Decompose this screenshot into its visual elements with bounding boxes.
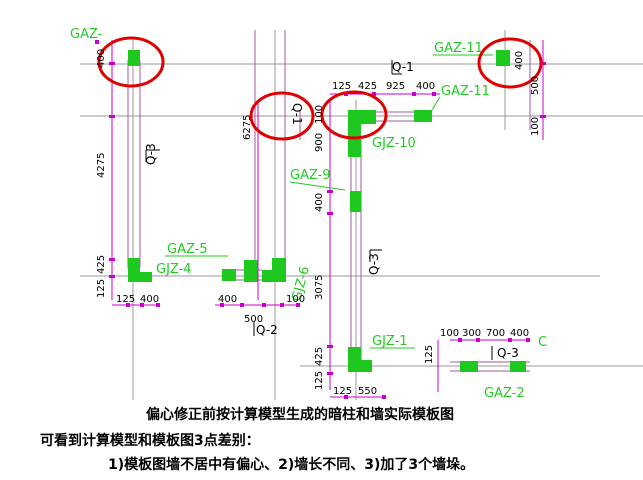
- dim-100-c: 100: [314, 105, 325, 124]
- label-gjz-10: GJZ-10: [372, 136, 416, 151]
- component-labels: GAZ- GAZ-5 GJZ-4 GJZ-6 GAZ-9 GJZ-10 GAZ-…: [70, 27, 547, 400]
- dim-925: 925: [386, 81, 405, 92]
- column-gjz-6: [262, 258, 286, 282]
- dim-3075: 3075: [314, 275, 325, 300]
- leader-gaz-11b: [431, 96, 441, 111]
- dim-550: 550: [358, 386, 377, 397]
- highlight-rings: [97, 36, 543, 141]
- label-gaz-5: GAZ-5: [167, 242, 208, 257]
- wall-tag-q1-rotated: Q-1: [290, 103, 304, 125]
- label-gjz-1: GJZ-1: [372, 334, 408, 349]
- column-top-left: [128, 50, 140, 66]
- dim-100-tr: 100: [530, 117, 541, 136]
- dim-900: 900: [314, 133, 325, 152]
- dimension-lines: [111, 40, 544, 398]
- column-gaz-11-right: [414, 110, 432, 122]
- label-gjz-4: GJZ-4: [156, 262, 192, 277]
- ring-top-left: [97, 36, 165, 88]
- dim-6275: 6275: [242, 115, 253, 140]
- caption-differences: 1)模板图墙不居中有偏心、2)墙长不同、3)加了3个墙垛。: [108, 457, 475, 473]
- dim-100-mid: 100: [286, 294, 305, 305]
- column-gaz-2-b: [510, 361, 526, 372]
- column-gjz-10: [348, 110, 376, 157]
- caption-title: 偏心修正前按计算模型生成的暗柱和墙实际模板图: [146, 407, 454, 423]
- label-gaz-11a: GAZ-11: [434, 41, 483, 56]
- wall-tag-q2: Q-2: [256, 323, 278, 337]
- label-gaz-partial: C: [538, 335, 547, 350]
- dim-400-c: 400: [314, 193, 325, 212]
- dim-425-left: 425: [96, 255, 107, 274]
- label-gaz-2: GAZ-2: [484, 386, 525, 400]
- column-gaz-5: [222, 269, 236, 281]
- dim-400-bot: 400: [140, 294, 159, 305]
- walls: [127, 30, 531, 372]
- label-gaz-11b: GAZ-11: [441, 84, 490, 99]
- dim-400-mid: 400: [218, 294, 237, 305]
- column-bottom-mid: [244, 260, 258, 282]
- dim-300-r: 300: [462, 328, 481, 339]
- dim-400-topleft: 400: [96, 49, 107, 68]
- column-gjz-1: [348, 347, 372, 372]
- label-leaders: [165, 54, 493, 349]
- dim-425-top: 425: [358, 81, 377, 92]
- ring-middle: [249, 91, 315, 141]
- dim-425-lower: 425: [314, 347, 325, 366]
- dim-400-r: 400: [510, 328, 529, 339]
- dim-400-top: 400: [416, 81, 435, 92]
- caption-intro: 可看到计算模型和模板图3点差别：: [40, 433, 260, 449]
- columns: [128, 50, 526, 372]
- dim-125-top: 125: [332, 81, 351, 92]
- dim-125-bot2: 125: [333, 386, 352, 397]
- wall-tags: Q-1 Q-3 Q-2 Q-3 Q-3 Q-1: [144, 60, 519, 360]
- ring-top-right: [477, 37, 543, 89]
- column-gaz-11-top: [496, 50, 510, 66]
- wall-tag-q1: Q-1: [392, 60, 414, 74]
- dim-125-left: 125: [96, 279, 107, 298]
- leader-gaz-9: [289, 181, 346, 191]
- structural-plan-drawing: GAZ- GAZ-5 GJZ-4 GJZ-6 GAZ-9 GJZ-10 GAZ-…: [70, 27, 643, 400]
- column-gaz-2-a: [460, 361, 478, 372]
- column-gaz-9: [350, 191, 361, 212]
- label-top-left-partial: GAZ-: [70, 27, 103, 42]
- ring-gjz-10: [320, 90, 388, 140]
- label-gaz-9: GAZ-9: [290, 168, 331, 183]
- dim-700-r: 700: [486, 328, 505, 339]
- wall-tag-q3-mid: Q-3: [367, 253, 381, 275]
- dim-400-tr: 400: [514, 51, 525, 70]
- dim-500-mid: 500: [244, 314, 263, 325]
- dim-100-r: 100: [440, 328, 459, 339]
- dim-4275: 4275: [96, 153, 107, 178]
- column-gjz-4: [128, 258, 152, 282]
- wall-tag-brackets: [145, 60, 493, 360]
- wall-tag-q3-right: Q-3: [497, 346, 519, 360]
- dim-500-tr: 500: [530, 76, 541, 95]
- dim-125-bot: 125: [116, 294, 135, 305]
- dim-125-r: 125: [424, 345, 435, 364]
- wall-tag-q3-left: Q-3: [144, 143, 158, 165]
- dimension-text: 400 4275 425 125 125 400 6275 400 100 50…: [96, 49, 541, 397]
- dimension-ticks: [95, 40, 546, 399]
- dim-125-lower: 125: [314, 371, 325, 390]
